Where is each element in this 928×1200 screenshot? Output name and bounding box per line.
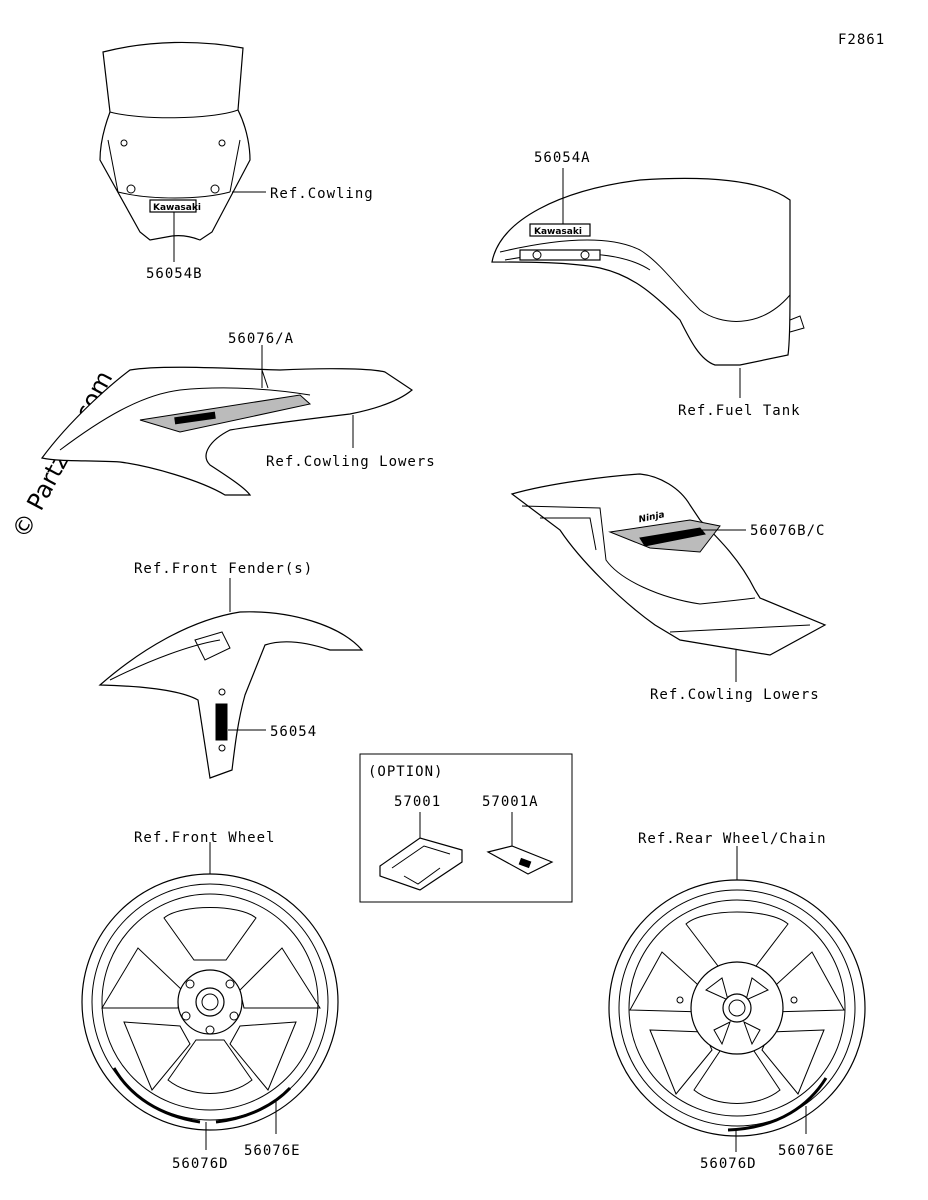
upper-cowling-part[interactable] [40, 366, 414, 496]
label-rear-56076D[interactable]: 56076D [700, 1156, 757, 1172]
label-56076A[interactable]: 56076/A [228, 331, 294, 347]
label-ref-rear-wheel: Ref.Rear Wheel/Chain [638, 831, 827, 847]
rear-wheel-part[interactable] [608, 879, 866, 1137]
front-fender-part[interactable] [98, 611, 364, 779]
label-front-56076D[interactable]: 56076D [172, 1156, 229, 1172]
label-front-56076E[interactable]: 56076E [244, 1143, 301, 1159]
tool-57001[interactable] [379, 837, 463, 891]
label-56076BC[interactable]: 56076B/C [750, 523, 825, 539]
label-ref-front-fender: Ref.Front Fender(s) [134, 561, 313, 577]
label-ref-cowling: Ref.Cowling [270, 186, 374, 202]
label-rear-56076E[interactable]: 56076E [778, 1143, 835, 1159]
label-56054A[interactable]: 56054A [534, 150, 591, 166]
label-ref-front-wheel: Ref.Front Wheel [134, 830, 275, 846]
tool-57001A[interactable] [486, 845, 554, 875]
tank-logo: Kawasaki [534, 227, 582, 237]
label-ref-cowling-lowers-2: Ref.Cowling Lowers [650, 687, 820, 703]
label-option: (OPTION) [368, 764, 443, 780]
lower-cowling-part[interactable]: Ninja [510, 473, 827, 656]
front-wheel-part[interactable] [81, 873, 339, 1131]
label-57001A[interactable]: 57001A [482, 794, 539, 810]
screen-logo: Kawasaki [153, 203, 201, 213]
option-box [359, 753, 573, 903]
label-ref-cowling-lowers-1: Ref.Cowling Lowers [266, 454, 436, 470]
label-56054B[interactable]: 56054B [146, 266, 203, 282]
label-56054[interactable]: 56054 [270, 724, 317, 740]
screen-decal[interactable] [149, 199, 197, 213]
windscreen-part[interactable]: Kawasaki [99, 41, 251, 241]
tank-decal[interactable] [529, 223, 591, 237]
fuel-tank-part[interactable]: Kawasaki [491, 177, 805, 366]
label-57001[interactable]: 57001 [394, 794, 441, 810]
label-ref-fuel-tank: Ref.Fuel Tank [678, 403, 801, 419]
figure-code: F2861 [838, 32, 885, 48]
